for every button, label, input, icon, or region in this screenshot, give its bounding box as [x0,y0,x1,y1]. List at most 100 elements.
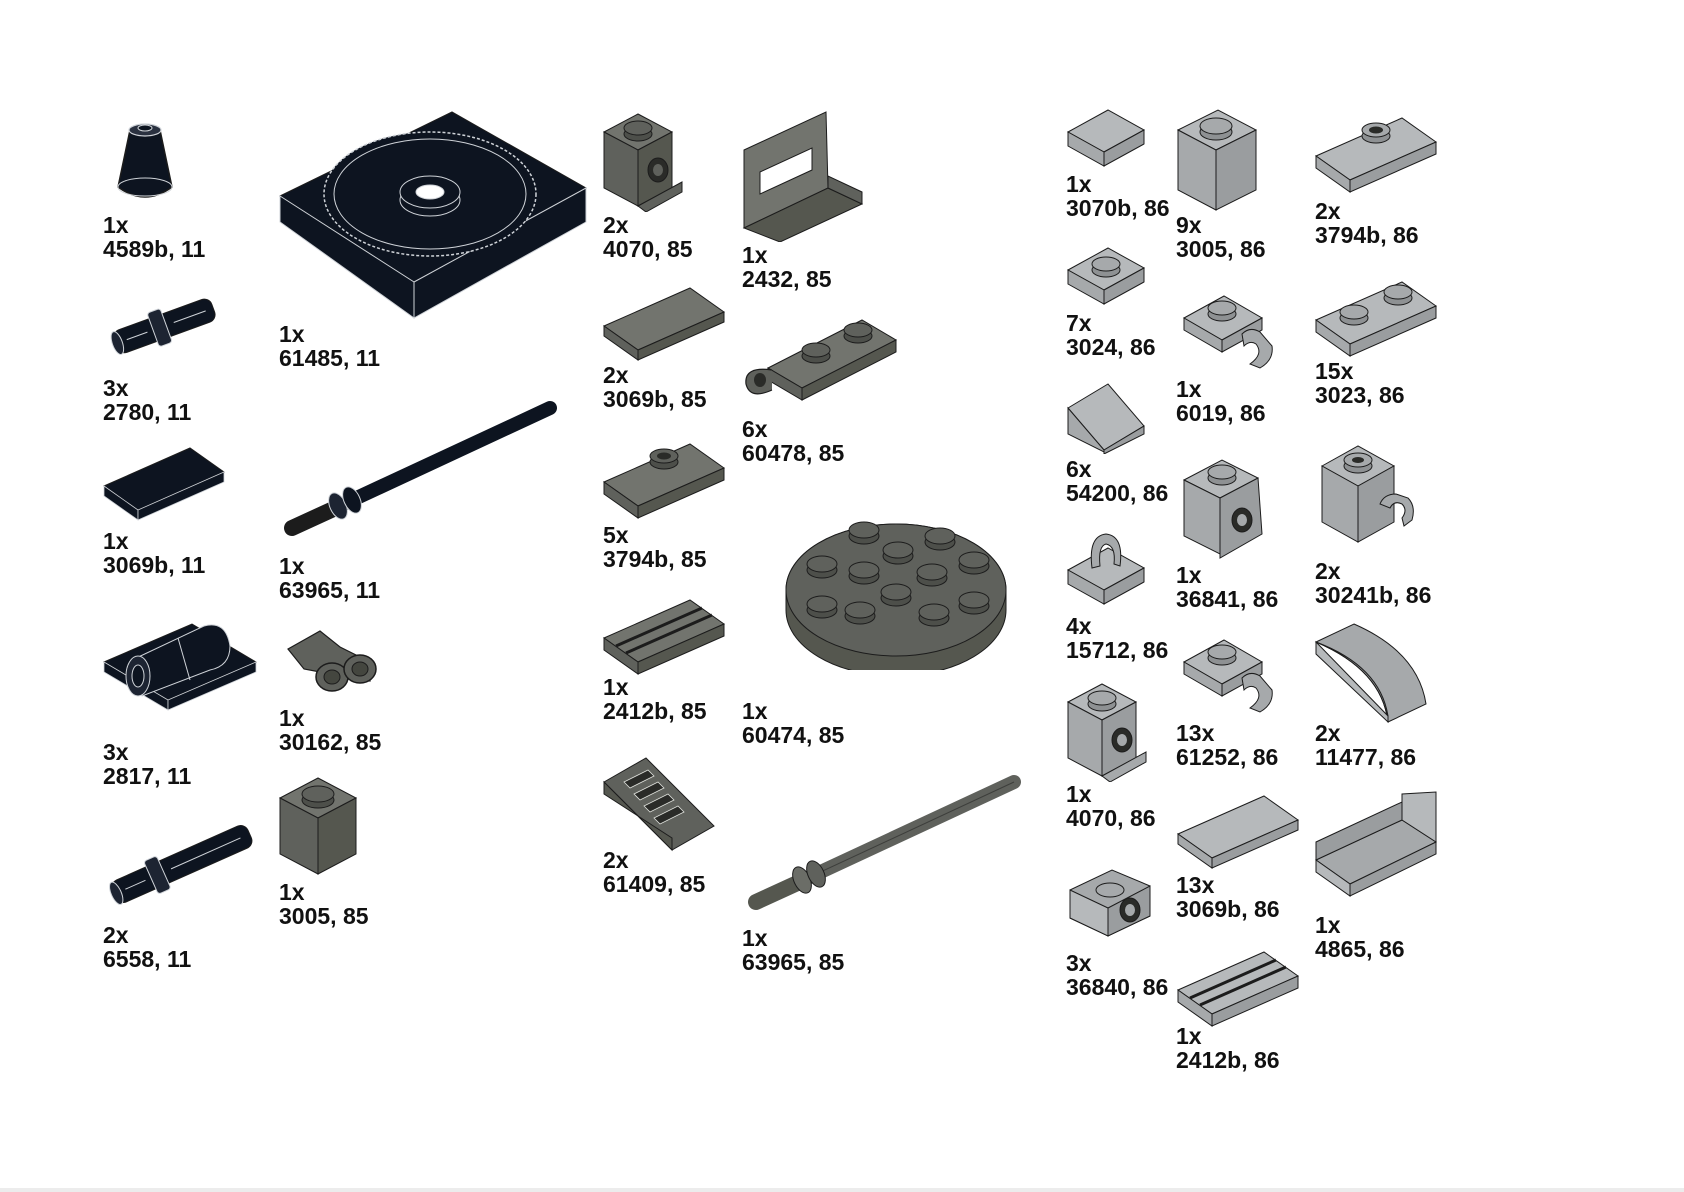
tile-with-handle-icon [742,111,864,242]
part-quantity: 2x [103,922,129,948]
part-number: 54200, 86 [1066,480,1169,506]
brick-1x1-icon [1176,109,1258,211]
part-quantity: 1x [742,698,768,724]
part-quantity: 1x [1176,376,1202,402]
part-number: 3005, 85 [279,903,369,929]
grille-tile-icon [602,599,726,675]
part-number: 60474, 85 [742,722,845,748]
part-quantity: 1x [279,705,305,731]
part-number: 2412b, 86 [1176,1047,1280,1073]
part-quantity: 2x [603,847,629,873]
slope-1x1-icon [1067,383,1145,454]
part-quantity: 3x [103,739,129,765]
part-quantity: 2x [1315,558,1341,584]
part-quantity: 6x [1066,456,1092,482]
tile-1x2-icon [102,447,226,521]
tile-1x2-icon [602,287,726,361]
plate-with-pin-holes-icon [102,623,258,711]
part-number: 61252, 86 [1176,744,1279,770]
tile-1x2-icon [1176,795,1300,869]
part-number: 4070, 86 [1066,805,1156,831]
part-number: 6558, 11 [103,946,192,972]
part-quantity: 1x [103,212,129,238]
bracket-brick-icon [1182,459,1263,559]
part-number: 4865, 86 [1315,936,1405,962]
turntable-icon [278,111,588,319]
part-number: 61409, 85 [603,871,706,897]
tile-1x1-icon [1066,109,1146,167]
part-quantity: 1x [742,242,768,268]
part-number: 4070, 85 [603,236,693,262]
part-quantity: 1x [1066,171,1092,197]
tile-with-clip-icon [1066,533,1146,605]
part-quantity: 1x [279,553,305,579]
part-number: 30162, 85 [279,729,382,755]
jumper-plate-icon [1314,117,1438,193]
plate-with-clip-icon [745,319,898,401]
part-quantity: 1x [1176,562,1202,588]
part-quantity: 6x [742,416,768,442]
bracket-icon [1069,869,1151,937]
part-number: 3069b, 86 [1176,896,1280,922]
part-number: 3023, 86 [1315,382,1405,408]
part-quantity: 15x [1315,358,1354,384]
part-quantity: 4x [1066,613,1092,639]
part-number: 4589b, 11 [103,236,206,262]
part-quantity: 2x [1315,720,1341,746]
part-number: 2780, 11 [103,399,192,425]
part-quantity: 2x [603,362,629,388]
part-quantity: 1x [279,879,305,905]
page-bottom-edge [0,1188,1684,1192]
grille-slope-icon [603,757,715,852]
part-quantity: 1x [742,925,768,951]
part-quantity: 2x [1315,198,1341,224]
part-number: 15712, 86 [1066,637,1169,663]
part-quantity: 5x [603,522,629,548]
part-number: 3005, 86 [1176,236,1266,262]
part-quantity: 1x [1315,912,1341,938]
part-quantity: 13x [1176,720,1215,746]
part-number: 11477, 86 [1315,744,1417,770]
technic-pin-icon [110,298,216,355]
part-quantity: 1x [279,321,305,347]
cone-icon [117,123,173,198]
part-quantity: 9x [1176,212,1202,238]
part-number: 2412b, 85 [603,698,707,724]
part-number: 61485, 11 [279,345,381,371]
part-quantity: 13x [1176,872,1215,898]
part-number: 60478, 85 [742,440,845,466]
part-quantity: 1x [603,674,629,700]
brick-1x1-icon [278,777,358,875]
plate-with-clip-icon [1182,639,1273,713]
part-quantity: 7x [1066,310,1092,336]
panel-icon [1315,791,1438,897]
headlight-brick-icon [602,113,683,212]
bar-icon [748,775,1021,910]
bar-icon [284,401,557,536]
part-quantity: 1x [103,528,129,554]
grille-tile-icon [1176,951,1300,1027]
plate-with-clip-icon [1182,295,1273,369]
part-quantity: 2x [603,212,629,238]
part-number: 30241b, 86 [1315,582,1432,608]
part-quantity: 3x [1066,950,1092,976]
part-quantity: 3x [103,375,129,401]
jumper-plate-icon [602,443,726,519]
part-quantity: 1x [1066,781,1092,807]
part-number: 2432, 85 [742,266,832,292]
brick-with-clip-icon [1320,445,1414,543]
part-number: 3024, 86 [1066,334,1156,360]
long-technic-pin-icon [109,825,253,905]
part-number: 36840, 86 [1066,974,1169,1000]
part-number: 63965, 85 [742,949,845,975]
part-number: 36841, 86 [1176,586,1279,612]
binoculars-icon [287,630,377,692]
plate-1x2-icon [1314,281,1438,357]
part-number: 3794b, 86 [1315,222,1419,248]
part-number: 3794b, 85 [603,546,707,572]
part-quantity: 1x [1176,1023,1202,1049]
part-number: 63965, 11 [279,577,381,603]
headlight-brick-icon [1066,683,1147,782]
plate-1x1-icon [1066,247,1146,305]
